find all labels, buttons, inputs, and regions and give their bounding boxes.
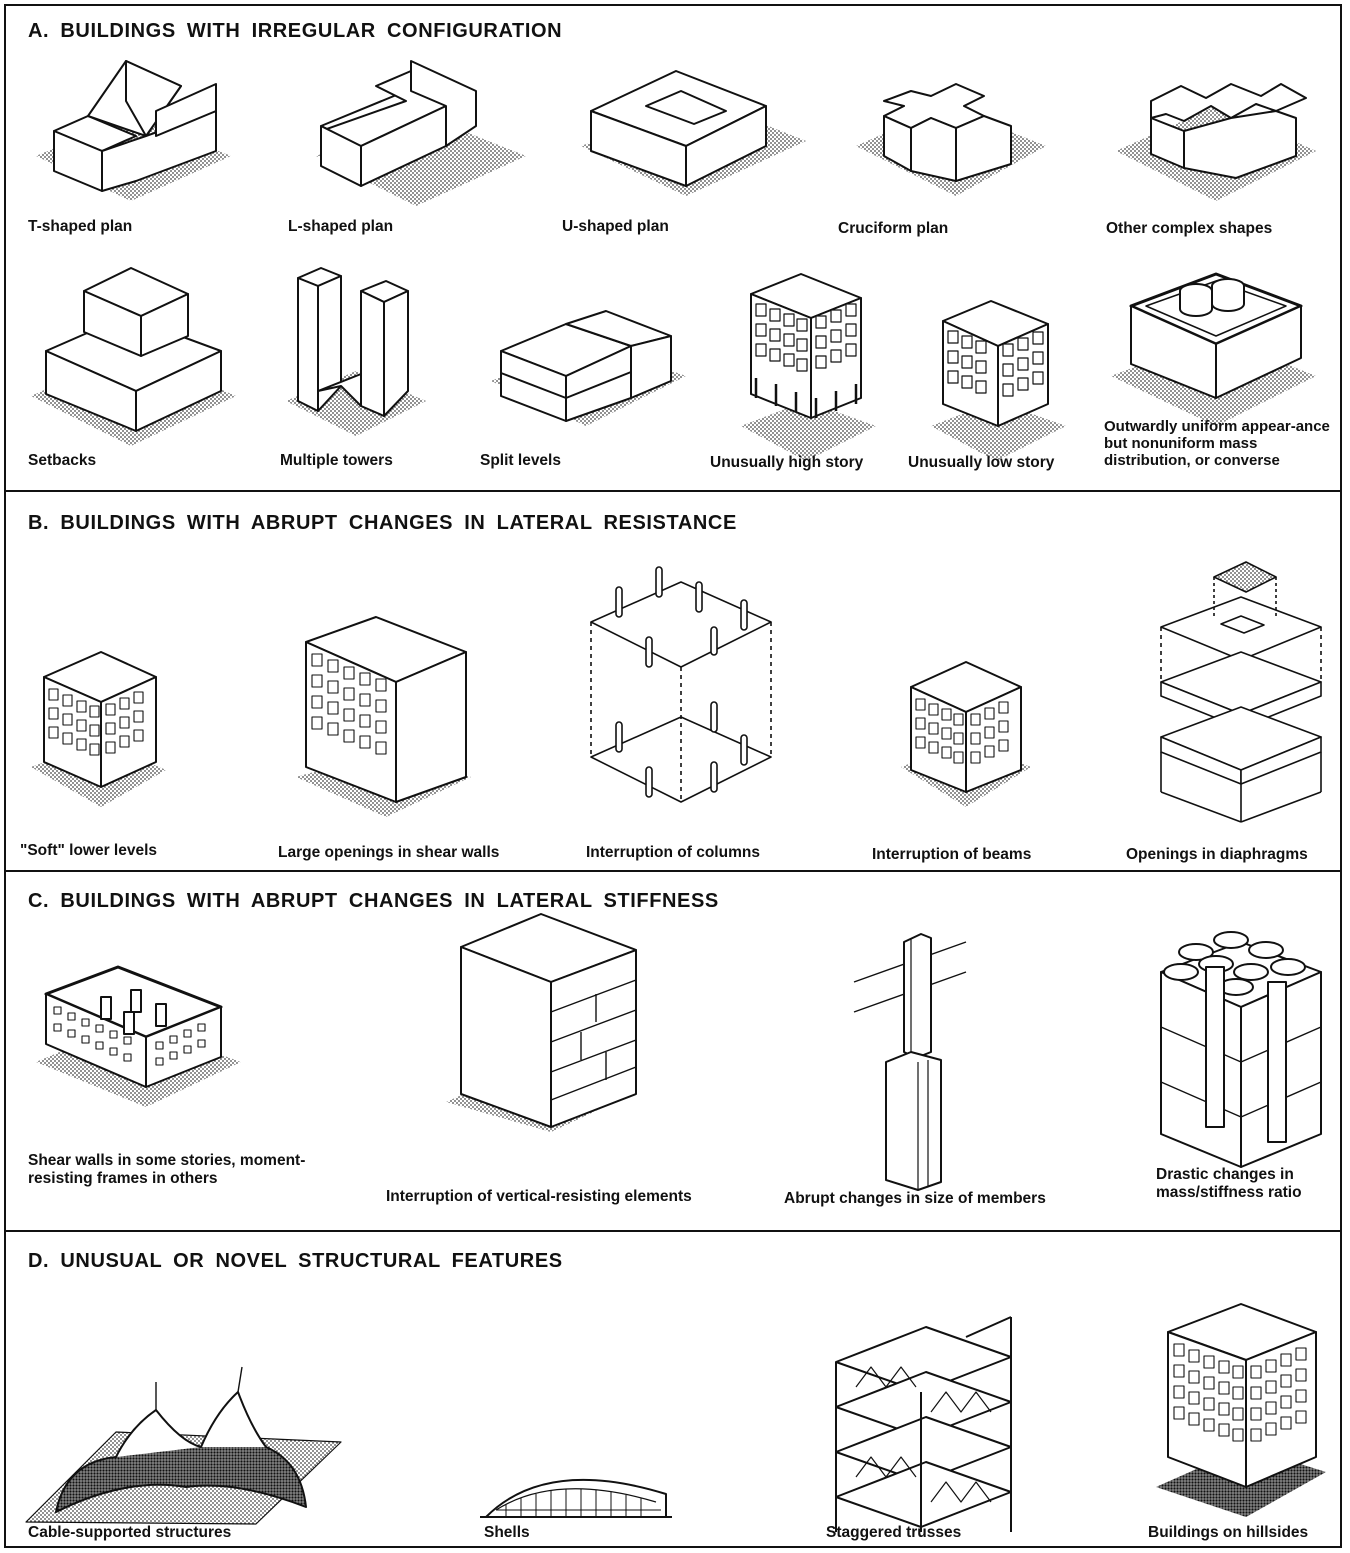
caption-soft-lower-levels: "Soft" lower levels — [20, 842, 157, 860]
shear-wall-openings-icon — [296, 617, 471, 817]
caption-high-story: Unusually high story — [710, 454, 863, 472]
setbacks-icon — [31, 268, 236, 446]
caption-mixed-walls-frames: Shear walls in some stories, moment-resi… — [28, 1152, 358, 1188]
section-lateral-resistance: B. BUILDINGS WITH ABRUPT CHANGES IN LATE… — [6, 492, 1340, 872]
caption-setbacks: Setbacks — [28, 452, 96, 470]
caption-split-levels: Split levels — [480, 452, 561, 470]
section-novel-features: D. UNUSUAL OR NOVEL STRUCTURAL FEATURES — [6, 1232, 1340, 1550]
hillside-building-icon — [1156, 1304, 1326, 1517]
caption-column-interruption: Interruption of columns — [586, 844, 760, 862]
l-shaped-plan-icon — [316, 61, 526, 206]
diaphragm-openings-icon — [1161, 562, 1321, 822]
section-b-art — [6, 492, 1340, 872]
t-shaped-plan-icon — [36, 61, 231, 201]
caption-shear-wall-openings: Large openings in shear walls — [278, 844, 499, 862]
u-shaped-plan-icon — [581, 71, 806, 196]
caption-diaphragm-openings: Openings in diaphragms — [1126, 846, 1308, 864]
complex-shapes-icon — [1116, 84, 1316, 201]
shell-icon — [480, 1480, 672, 1517]
cruciform-plan-icon — [856, 84, 1046, 196]
cable-structure-icon — [26, 1367, 341, 1524]
caption-l-shaped-plan: L-shaped plan — [288, 218, 393, 236]
soft-lower-levels-icon — [31, 652, 166, 807]
mixed-walls-frames-icon — [36, 967, 241, 1107]
caption-cable-structures: Cable-supported structures — [28, 1524, 231, 1542]
caption-mass-stiffness-ratio: Drastic changes in mass/stiffness ratio — [1156, 1166, 1332, 1202]
beam-interruption-icon — [901, 662, 1031, 807]
high-story-building-icon — [741, 274, 876, 461]
caption-hillside-buildings: Buildings on hillsides — [1148, 1524, 1308, 1542]
caption-u-shaped-plan: U-shaped plan — [562, 218, 669, 236]
low-story-building-icon — [931, 301, 1066, 461]
section-irregular-configuration: A. BUILDINGS WITH IRREGULAR CONFIGURATIO… — [6, 6, 1340, 492]
section-d-art — [6, 1232, 1340, 1550]
mass-stiffness-ratio-icon — [1161, 932, 1321, 1167]
vertical-element-interruption-icon — [446, 914, 636, 1132]
multiple-towers-icon — [286, 268, 426, 436]
section-lateral-stiffness: C. BUILDINGS WITH ABRUPT CHANGES IN LATE… — [6, 872, 1340, 1232]
split-levels-icon — [491, 311, 686, 426]
figure-sheet: A. BUILDINGS WITH IRREGULAR CONFIGURATIO… — [4, 4, 1342, 1548]
caption-vertical-element-interruption: Interruption of vertical-resisting eleme… — [386, 1188, 692, 1206]
caption-beam-interruption: Interruption of beams — [872, 846, 1031, 864]
caption-multiple-towers: Multiple towers — [280, 452, 393, 470]
caption-t-shaped-plan: T-shaped plan — [28, 218, 132, 236]
caption-cruciform-plan: Cruciform plan — [838, 220, 948, 238]
caption-low-story: Unusually low story — [908, 454, 1054, 472]
column-interruption-icon — [591, 567, 771, 802]
staggered-truss-icon — [836, 1317, 1011, 1532]
caption-nonuniform-mass: Outwardly uniform appear-ance but nonuni… — [1104, 418, 1340, 469]
nonuniform-mass-icon — [1111, 274, 1316, 426]
caption-staggered-trusses: Staggered trusses — [826, 1524, 961, 1542]
caption-member-size-change: Abrupt changes in size of members — [784, 1190, 1046, 1208]
caption-complex-shapes: Other complex shapes — [1106, 220, 1272, 238]
caption-shells: Shells — [484, 1524, 530, 1542]
member-size-change-icon — [854, 934, 966, 1190]
